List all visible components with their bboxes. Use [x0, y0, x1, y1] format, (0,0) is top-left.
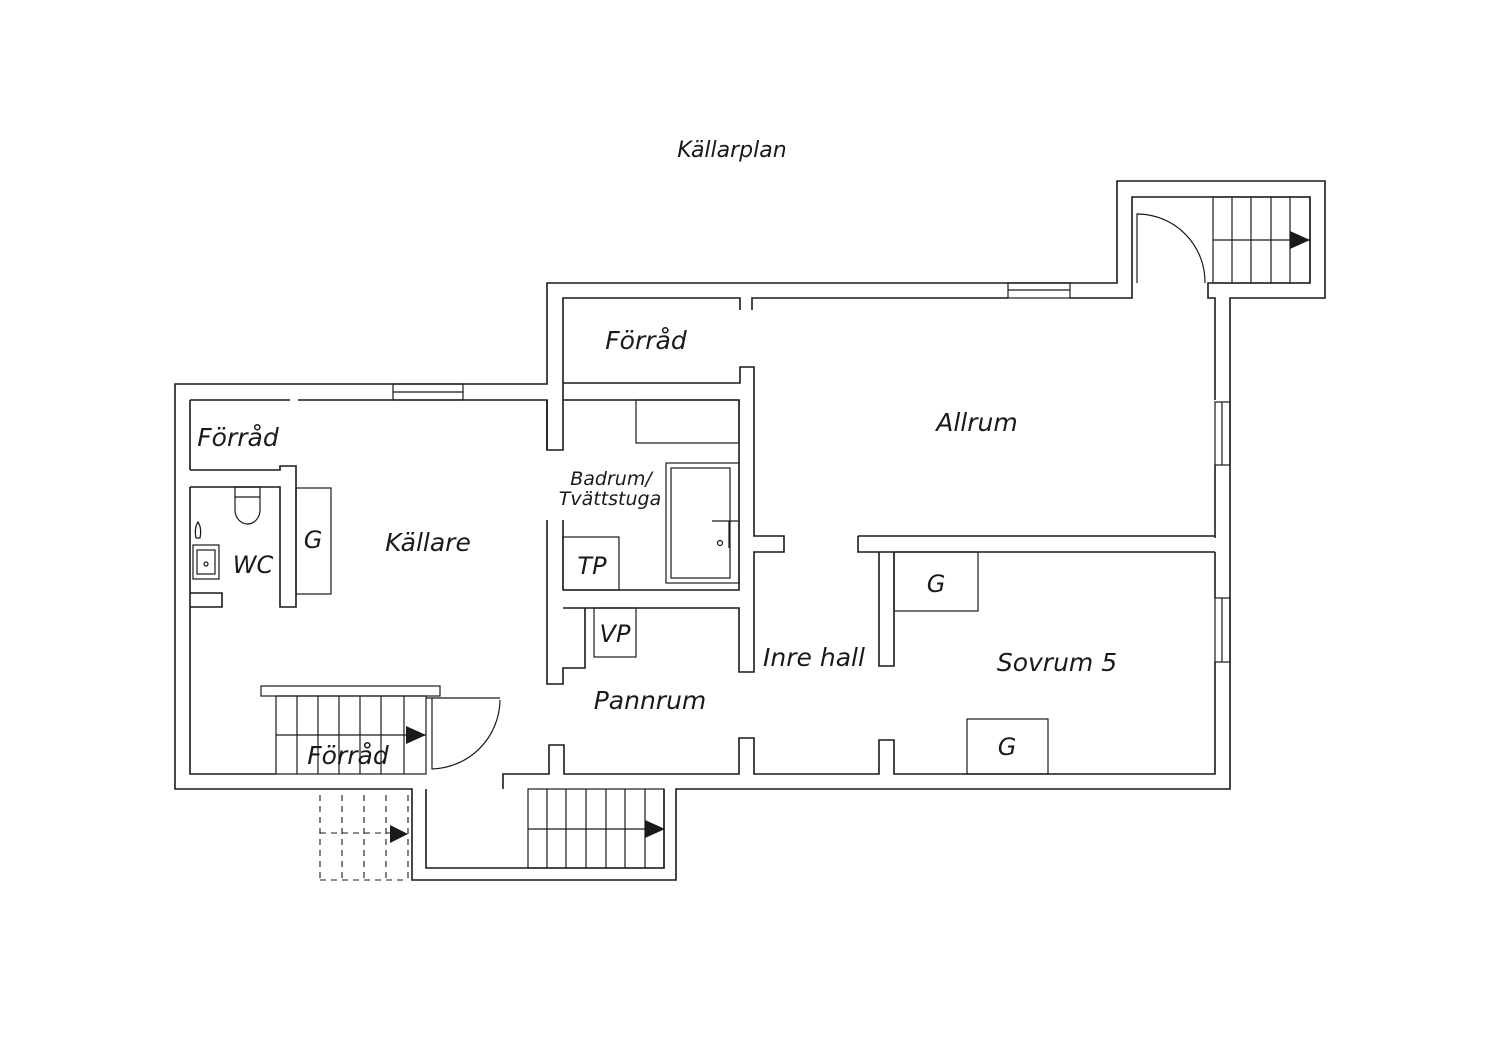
outer-walls [174, 180, 1326, 881]
doors [426, 213, 1206, 770]
room-labels: Förråd Allrum Förråd Badrum/ Tvättstuga … [197, 326, 1117, 770]
room-label-badrum-line1: Badrum/ [570, 468, 654, 490]
stair-arrow-icon [1290, 231, 1310, 249]
room-label-wc: WC [233, 551, 274, 579]
room-label-forrad-left: Förråd [197, 423, 279, 452]
room-label-pannrum: Pannrum [594, 686, 707, 715]
room-label-tp: TP [577, 552, 607, 580]
room-label-allrum: Allrum [934, 408, 1017, 437]
windows [392, 282, 1231, 663]
stair-arrow-icon [645, 820, 665, 838]
fixtures [192, 399, 1049, 775]
room-label-sovrum: Sovrum 5 [997, 648, 1117, 677]
stairs-top-right [1212, 196, 1311, 284]
room-label-g-wc: G [304, 526, 323, 554]
room-label-g-sovrum-top: G [927, 570, 946, 598]
stairs-bottom [527, 788, 665, 869]
room-label-badrum-line2: Tvättstuga [559, 488, 662, 510]
interior-walls [190, 366, 1215, 685]
room-label-kallare: Källare [385, 528, 471, 557]
room-label-forrad-top: Förråd [605, 326, 687, 355]
plan-title: Källarplan [677, 138, 786, 163]
stairs-interior [260, 685, 441, 775]
room-label-inre-hall: Inre hall [763, 643, 865, 672]
room-label-vp: VP [600, 620, 631, 648]
room-label-forrad-stairs: Förråd [307, 741, 389, 770]
stair-arrow-icon [390, 825, 408, 843]
stair-arrow-icon [406, 726, 426, 744]
stairs-outside-dashed [319, 795, 409, 881]
room-label-g-sovrum-bottom: G [998, 733, 1017, 761]
